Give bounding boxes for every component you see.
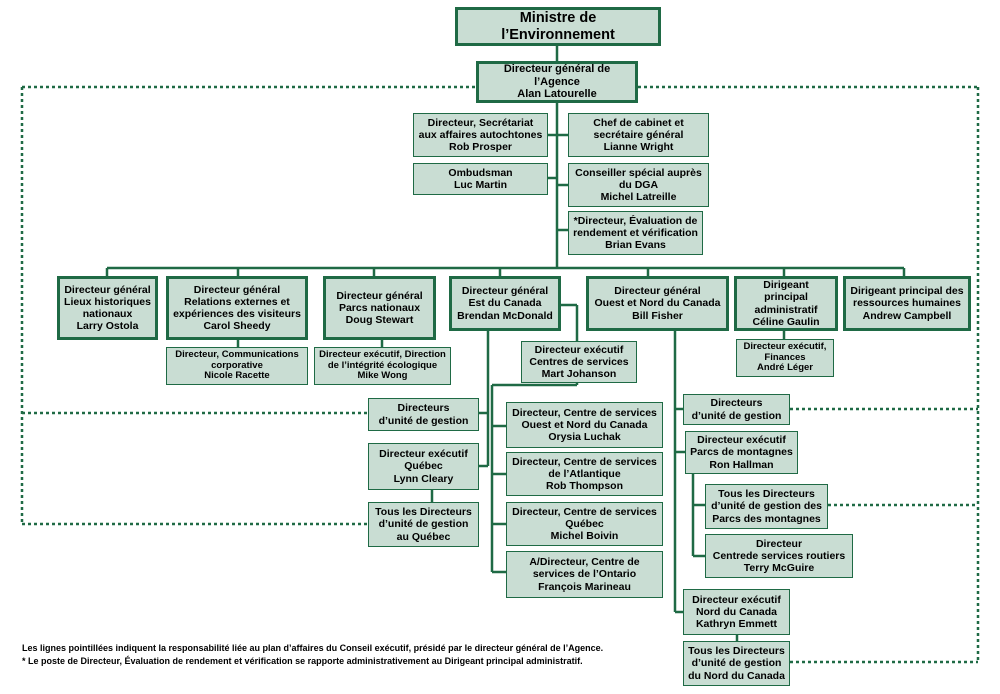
box-de-centres: Directeur exécutif Centres de services M… bbox=[521, 341, 637, 383]
box-chef-cabinet: Chef de cabinet et secrétaire général Li… bbox=[568, 113, 709, 157]
box-cs-ouest: Directeur, Centre de services Ouest et N… bbox=[506, 402, 663, 448]
box-tous-quebec: Tous les Directeurs d’unité de gestion a… bbox=[368, 502, 479, 547]
footnote-dotted-lines: Les lignes pointillées indiquent la resp… bbox=[22, 643, 604, 653]
dotted-connectors bbox=[20, 85, 980, 664]
box-de-finances: Directeur exécutif, Finances André Léger bbox=[736, 339, 834, 377]
box-dg-relations: Directeur général Relations externes et … bbox=[166, 276, 308, 340]
box-conseiller: Conseiller spécial auprès du DGA Michel … bbox=[568, 163, 709, 207]
box-cs-ontario: A/Directeur, Centre de services de l’Ont… bbox=[506, 551, 663, 598]
box-dpa: Dirigeant principal administratif Céline… bbox=[734, 276, 838, 331]
box-dir-autochtones: Directeur, Secrétariat aux affaires auto… bbox=[413, 113, 548, 157]
box-dir-integrite: Directeur exécutif, Direction de l’intég… bbox=[314, 347, 451, 385]
box-cs-quebec: Directeur, Centre de services Québec Mic… bbox=[506, 502, 663, 546]
box-dir-communications: Directeur, Communications corporative Ni… bbox=[166, 347, 308, 385]
box-dg-est: Directeur général Est du Canada Brendan … bbox=[449, 276, 561, 331]
box-dprh: Dirigeant principal des ressources humai… bbox=[843, 276, 971, 331]
box-de-quebec: Directeur exécutif Québec Lynn Cleary bbox=[368, 443, 479, 490]
box-minister: Ministre de l’Environnement bbox=[455, 7, 661, 46]
box-tous-montagnes: Tous les Directeurs d’unité de gestion d… bbox=[705, 484, 828, 529]
box-de-montagnes: Directeur exécutif Parcs de montagnes Ro… bbox=[685, 431, 798, 474]
solid-connectors bbox=[105, 45, 906, 641]
box-cs-atlantique: Directeur, Centre de services de l’Atlan… bbox=[506, 452, 663, 496]
box-dug-ouest: Directeurs d’unité de gestion bbox=[683, 394, 790, 425]
footnote-evaluation: * Le poste de Directeur, Évaluation de r… bbox=[22, 656, 583, 666]
box-dga: Directeur général de l’Agence Alan Latou… bbox=[476, 61, 638, 103]
box-dg-ouest: Directeur général Ouest et Nord du Canad… bbox=[586, 276, 729, 331]
box-dg-parcs: Directeur général Parcs nationaux Doug S… bbox=[323, 276, 436, 340]
box-tous-nord: Tous les Directeurs d’unité de gestion d… bbox=[683, 641, 790, 686]
box-ombudsman: Ombudsman Luc Martin bbox=[413, 163, 548, 195]
box-dug-est: Directeurs d’unité de gestion bbox=[368, 398, 479, 431]
box-dir-evaluation: *Directeur, Évaluation de rendement et v… bbox=[568, 211, 703, 255]
box-dir-routiers: Directeur Centrede services routiers Ter… bbox=[705, 534, 853, 578]
box-dg-lieux: Directeur général Lieux historiques nati… bbox=[57, 276, 158, 340]
box-de-nord: Directeur exécutif Nord du Canada Kathry… bbox=[683, 589, 790, 635]
